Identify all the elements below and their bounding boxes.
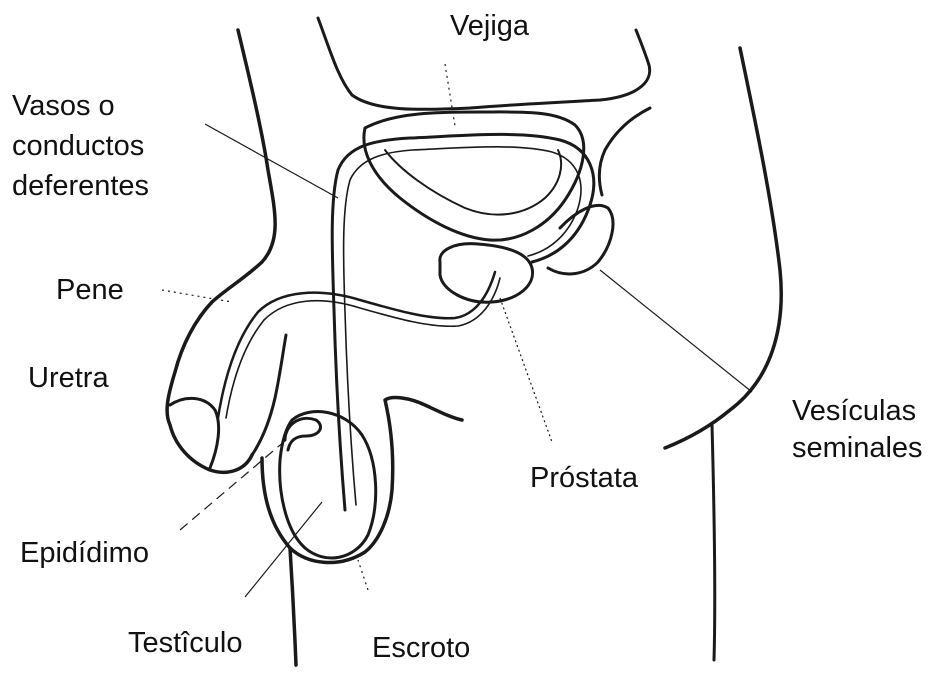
penis-outline xyxy=(167,302,252,472)
thigh-line xyxy=(290,548,296,665)
leader-bladder xyxy=(445,64,455,126)
buttock-outline xyxy=(599,108,650,195)
leader-scrotum xyxy=(358,560,368,590)
leader-seminal xyxy=(600,270,752,392)
abdomen-outline xyxy=(212,30,275,302)
back-outline xyxy=(665,48,781,448)
label-prostate: Próstata xyxy=(530,460,638,496)
leg-line xyxy=(712,425,715,660)
label-scrotum: Escroto xyxy=(372,630,470,666)
label-epididymis: Epidídimo xyxy=(20,535,149,571)
label-vas-line3: deferentes xyxy=(12,168,149,204)
label-testicle: Testîculo xyxy=(128,625,242,661)
penis-lower-outline xyxy=(252,335,286,455)
label-vas-line1: Vasos o xyxy=(12,88,115,124)
urethra-inner xyxy=(226,278,500,418)
leader-testicle xyxy=(245,502,322,597)
label-seminal-line2: seminales xyxy=(792,430,923,466)
glans-outline xyxy=(170,398,219,468)
bladder-outline xyxy=(364,112,584,240)
vas-deferens-inner xyxy=(344,147,581,505)
leader-prostate xyxy=(500,298,552,442)
label-seminal-line1: Vesículas xyxy=(792,393,916,429)
label-urethra: Uretra xyxy=(28,360,109,396)
label-penis: Pene xyxy=(56,272,124,308)
label-bladder: Vejiga xyxy=(450,8,529,44)
label-vas-line2: conductos xyxy=(12,128,144,164)
